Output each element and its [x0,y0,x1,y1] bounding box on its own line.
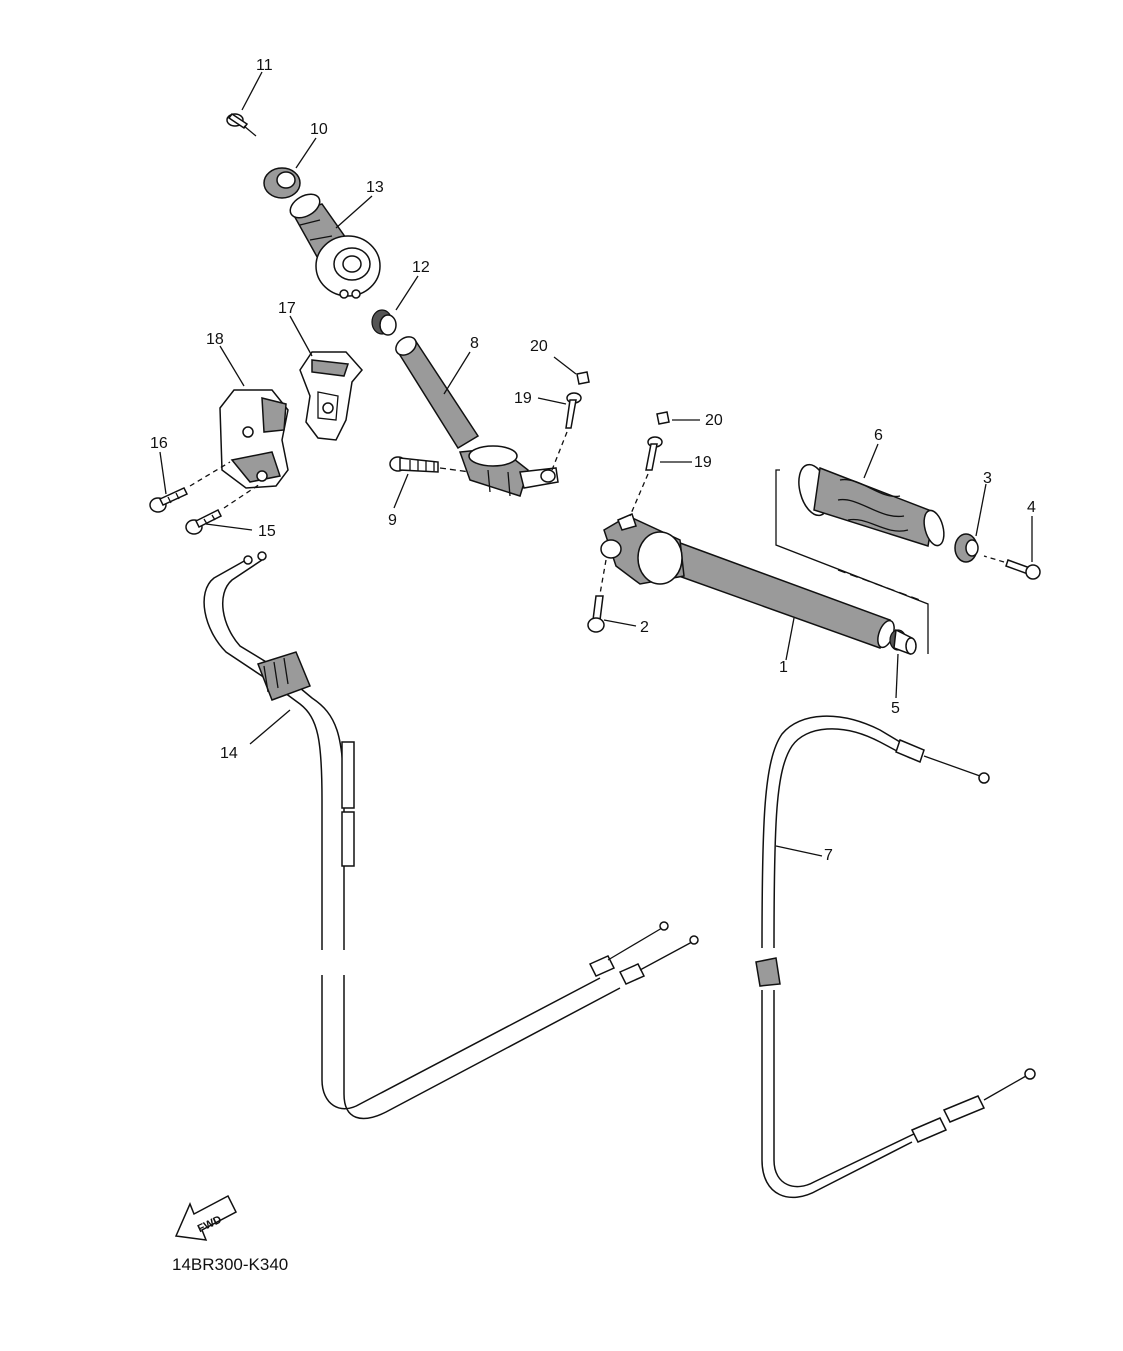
callout-9: 9 [388,512,397,529]
callout-5: 5 [891,700,900,717]
part-8-handlebar-left [395,336,559,497]
part-5-weight [889,628,917,656]
callout-2: 2 [640,619,649,636]
callout-8: 8 [470,335,479,352]
part-20-nut-left [576,371,590,385]
callout-labels: 11 10 13 12 17 8 20 18 19 20 6 16 19 3 4… [150,57,1036,864]
part-12-weight [371,309,397,336]
callout-19-left: 19 [514,390,532,407]
diagram-code: 14BR300-K340 [172,1255,289,1274]
callout-4: 4 [1027,499,1036,516]
callout-20-left: 20 [530,338,548,355]
part-11-screw [226,112,257,137]
part-7-clutch-cable [755,715,1036,1199]
part-13-throttle-grip [289,193,381,299]
part-9-bolt [389,456,471,473]
part-15-screw [185,483,261,535]
part-16-screw [149,461,231,513]
callout-10: 10 [310,121,328,138]
callout-20-right: 20 [705,412,723,429]
part-10-grip-end [263,167,301,199]
part-19-screw-left [551,392,582,471]
callout-18: 18 [206,331,224,348]
part-17-switch-housing [299,351,363,441]
callout-15: 15 [258,523,276,540]
callout-16: 16 [150,435,168,452]
part-2-bolt [587,559,607,633]
fwd-arrow: FWD [174,1194,237,1241]
part-18-switch-housing-lower [219,389,289,489]
callout-12: 12 [412,259,430,276]
callout-7: 7 [824,847,833,864]
part-6-right-grip [798,463,945,547]
callout-11: 11 [256,57,273,74]
callout-19-right: 19 [694,454,712,471]
callout-3: 3 [983,470,992,487]
callout-14: 14 [220,745,238,762]
grip-assembly-box [775,469,929,654]
part-14-throttle-cables [203,551,699,1120]
part-1-handlebar-right [600,512,895,649]
callout-1: 1 [779,659,788,676]
leader-lines [159,71,1033,857]
part-3-grip-end [954,533,979,563]
callout-13: 13 [366,179,384,196]
part-20-nut-right [656,411,670,425]
part-19-screw-right [629,436,663,517]
callout-17: 17 [278,300,296,317]
part-4-screw [983,555,1041,580]
callout-6: 6 [874,427,883,444]
